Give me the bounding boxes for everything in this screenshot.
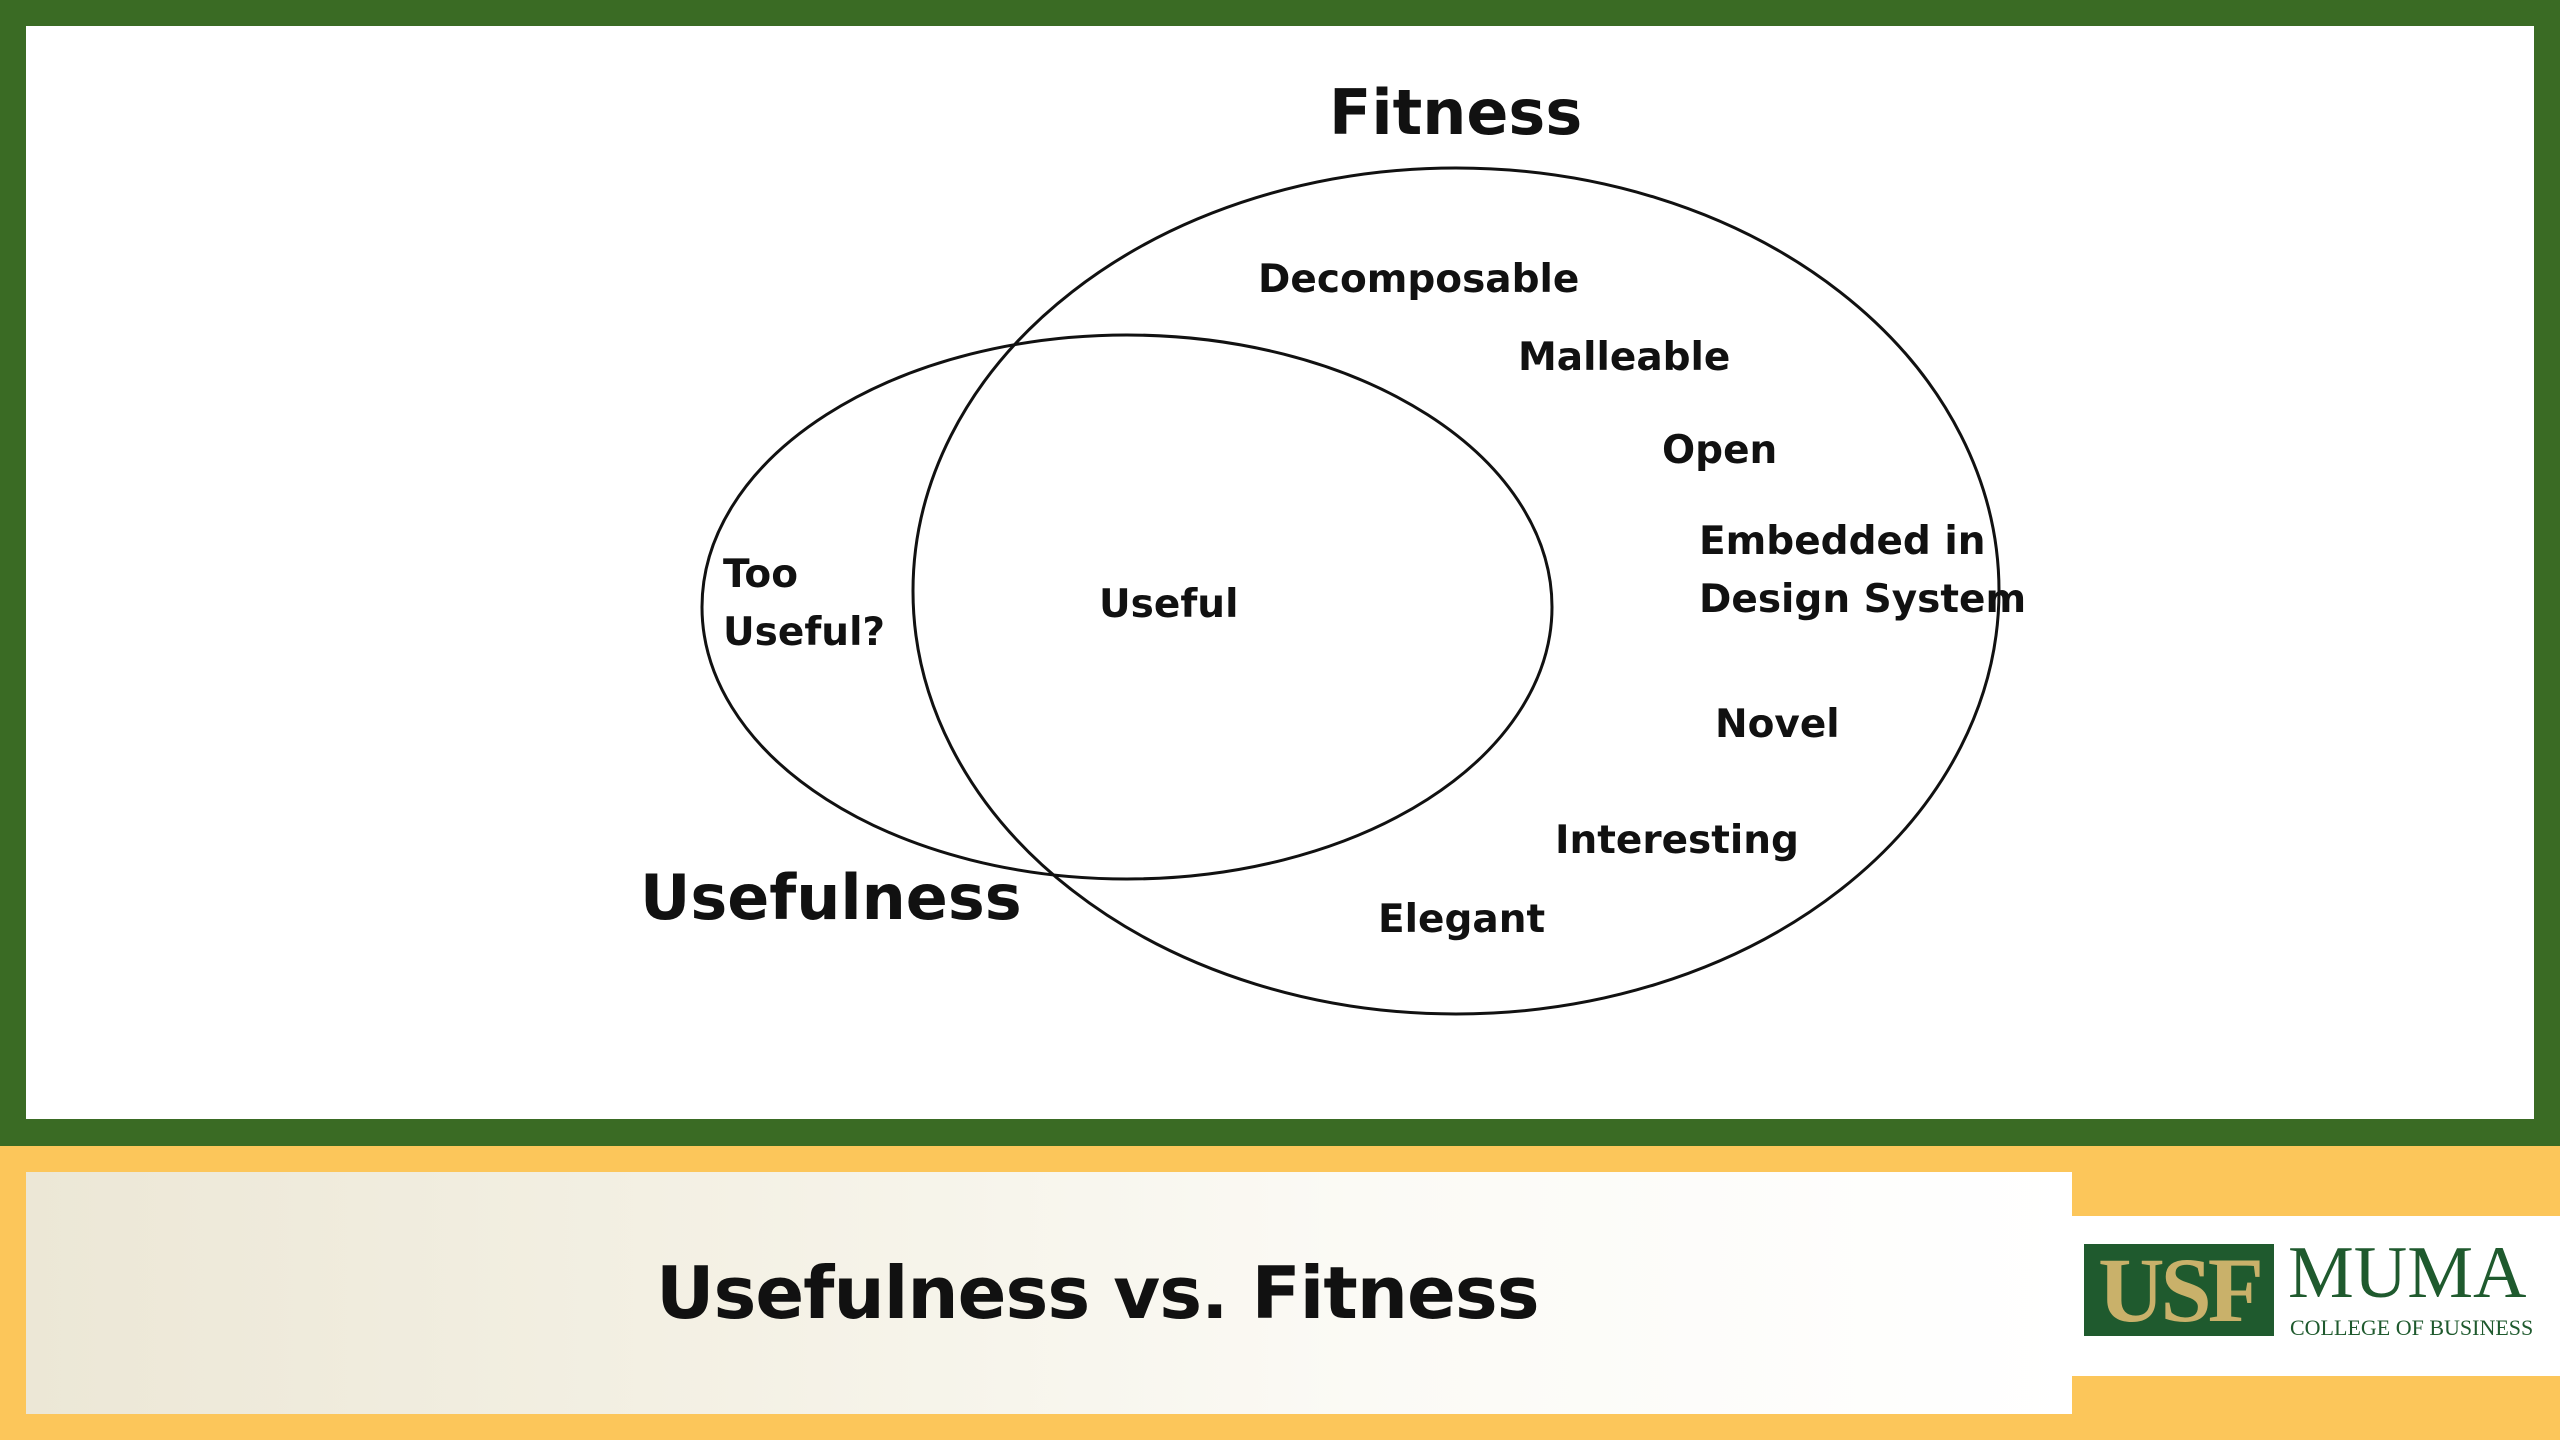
- logo-college-text: COLLEGE OF BUSINESS: [2290, 1315, 2534, 1340]
- usf-muma-logo: USF MUMA COLLEGE OF BUSINESS: [2072, 1216, 2560, 1376]
- footer-bar: Usefulness vs. Fitness USF MUMA COLLEGE …: [0, 1146, 2560, 1440]
- too-useful-label: Too Useful?: [723, 552, 885, 655]
- logo-muma-text: MUMA: [2288, 1232, 2527, 1314]
- fitness-item-embedded: Embedded in Design System: [1699, 519, 2026, 622]
- diagram-panel: Fitness Usefulness Useful Too Useful? De…: [26, 26, 2534, 1119]
- fitness-title: Fitness: [1329, 76, 1582, 149]
- too-useful-line-2: Useful?: [723, 610, 885, 655]
- fitness-item-novel: Novel: [1715, 702, 1840, 747]
- overlap-label: Useful: [1099, 582, 1238, 627]
- slide-title: Usefulness vs. Fitness: [656, 1251, 1540, 1335]
- too-useful-line-1: Too: [723, 552, 798, 597]
- fitness-item-interesting: Interesting: [1555, 818, 1799, 863]
- embedded-line-1: Embedded in: [1699, 519, 1986, 564]
- embedded-line-2: Design System: [1699, 577, 2026, 622]
- logo-usf-mark: USF: [2084, 1244, 2274, 1336]
- footer-title-band: Usefulness vs. Fitness: [26, 1172, 2072, 1414]
- fitness-item-decomposable: Decomposable: [1258, 257, 1579, 302]
- usefulness-title: Usefulness: [640, 861, 1022, 934]
- fitness-item-malleable: Malleable: [1518, 335, 1730, 380]
- fitness-ellipse: [911, 166, 2001, 1016]
- venn-diagram: Fitness Usefulness Useful Too Useful? De…: [640, 76, 2026, 1016]
- fitness-item-elegant: Elegant: [1378, 897, 1545, 942]
- usefulness-ellipse: [700, 333, 1554, 881]
- fitness-item-open: Open: [1662, 428, 1777, 473]
